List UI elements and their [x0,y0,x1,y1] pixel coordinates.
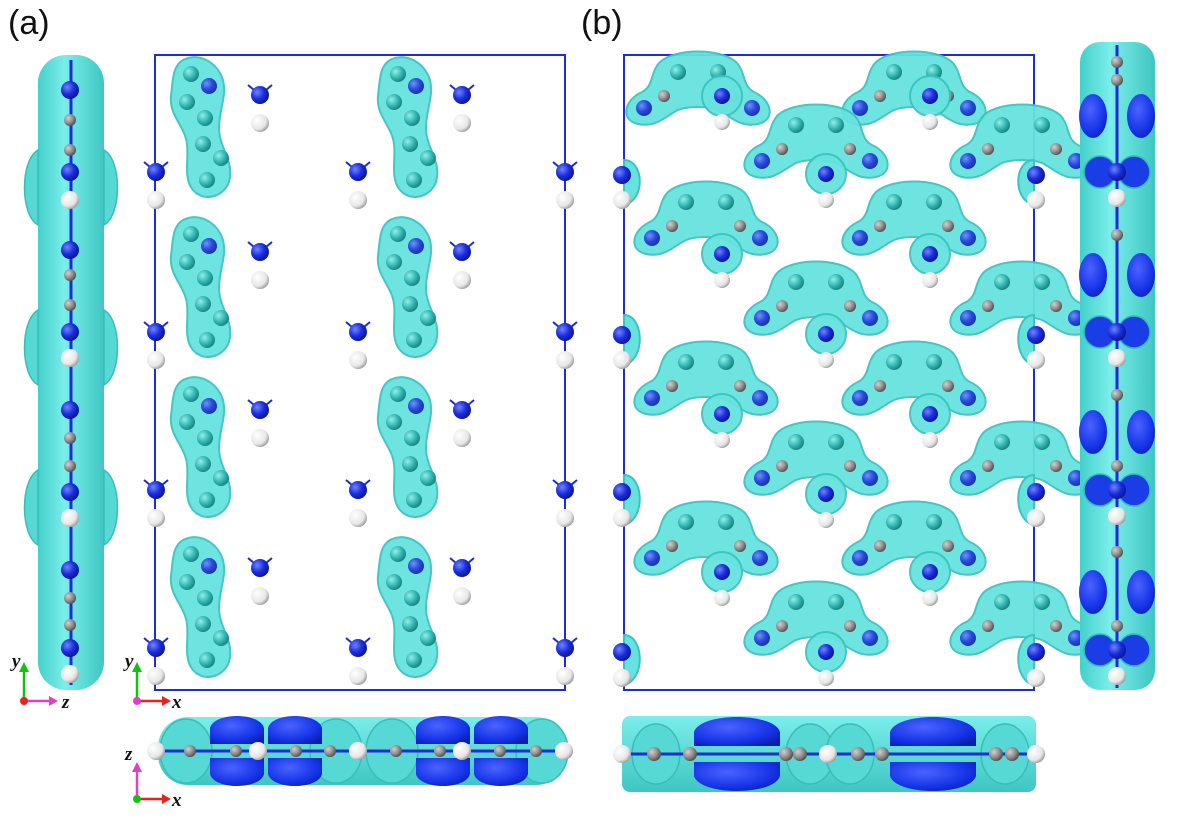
coordinate-axes-icon [19,662,58,706]
panel-b-top-view [613,50,1095,691]
panel-a-bottom-view [147,716,573,786]
axis-label-y-a-top: y [123,651,134,672]
coordinate-axes-icon [132,662,171,706]
axis-label-x-a-top: x [171,692,182,713]
panel-label-a: (a) [8,4,50,42]
axis-label-y-a-side: y [10,651,21,672]
panel-b-bottom-view [613,716,1045,792]
panel-b-side-view [1079,42,1155,690]
panel-a-top-view [143,54,941,691]
axis-label-x-a-bottom: x [171,790,182,811]
panel-a-side-view [23,55,119,690]
axis-label-z-a-side: z [61,692,70,713]
axis-label-z-a-bottom: z [124,744,133,765]
panel-label-b: (b) [581,4,623,42]
coordinate-axes-icon [132,762,171,804]
